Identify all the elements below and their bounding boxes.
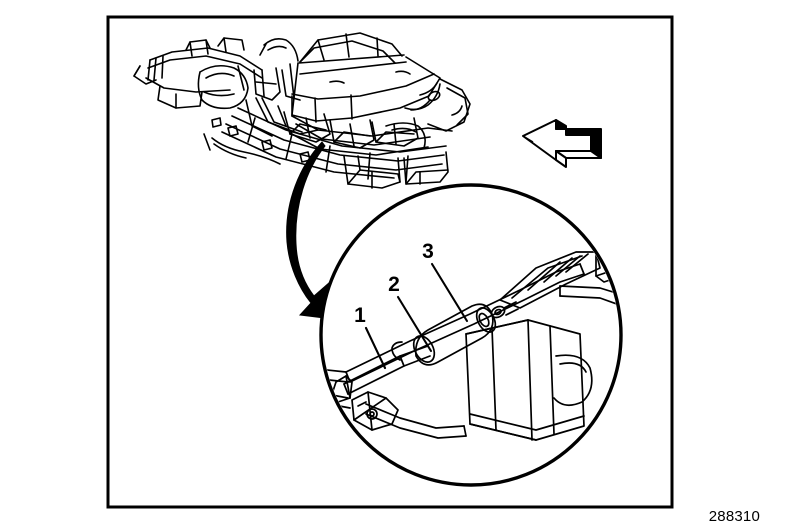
callout-number-2: 2 (388, 273, 400, 296)
vehicle-body-drawing (133, 32, 471, 189)
orientation-block-arrow (522, 119, 602, 168)
detail-circle-outline (319, 183, 623, 487)
callout-number-1: 1 (354, 304, 366, 327)
callout-number-3: 3 (422, 240, 434, 263)
figure-id-label: 288310 (708, 508, 760, 523)
detail-zoom-arrow (286, 141, 342, 321)
